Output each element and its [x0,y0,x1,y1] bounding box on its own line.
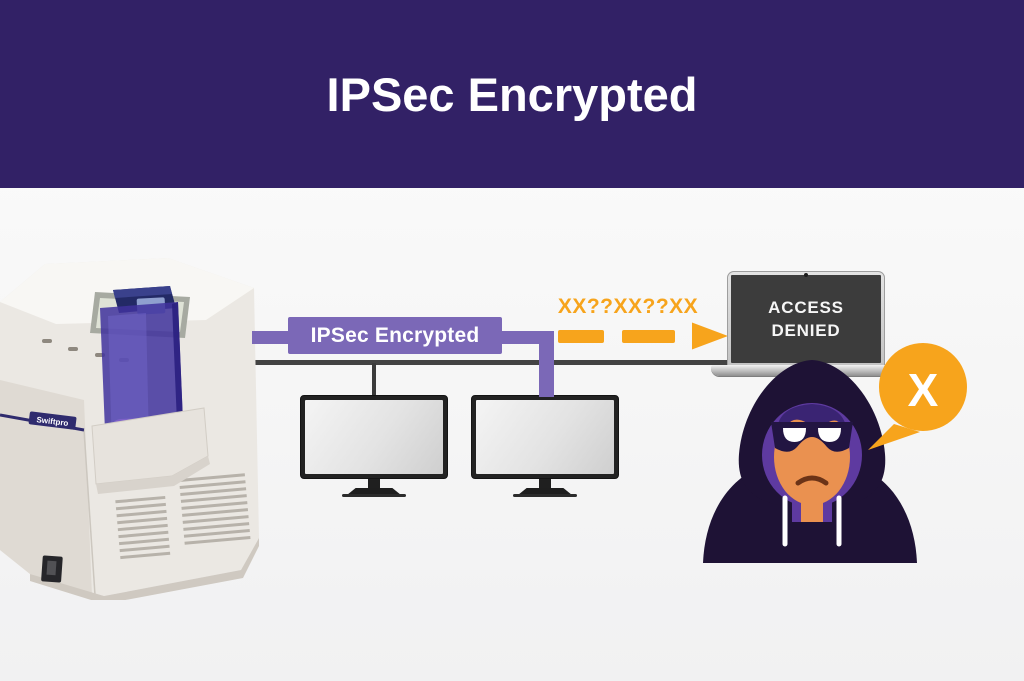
printer-brand-text: Swiftpro [36,415,69,428]
page-title: IPSec Encrypted [326,67,698,121]
printer-vent-left [115,495,171,560]
card-printer-illustration: Swiftpro [0,258,259,600]
hacker-laptop: ACCESS DENIED [727,271,885,367]
hacker-hair [778,404,846,428]
network-line [253,360,883,365]
monitor-2 [471,395,619,479]
monitor-2-pedestal [518,488,572,495]
printer-left-face [0,380,92,596]
access-denied-line1: ACCESS [768,298,844,317]
printer-front-crease [83,429,96,596]
hack-attempt-dash [622,330,675,343]
bubble-tail [868,424,920,450]
scrambled-data-text: XX??XX??XX [557,295,699,318]
denied-speech-bubble: X [868,343,967,450]
bubble-circle [879,343,967,431]
laptop-display: ACCESS DENIED [731,275,881,363]
monitor-1 [300,395,448,479]
printer-base-foot [30,538,259,600]
denied-x-mark: X [908,364,939,416]
hack-attempt-arrow-icon [692,322,728,350]
ipsec-pipe-left [252,331,290,344]
monitor-2-foot [513,494,577,497]
printer-power-switch [41,555,63,583]
hacker-eyes [783,428,841,442]
printer-hopper-bracket [91,407,210,494]
laptop-webcam-icon [804,273,808,277]
printer-brand-plate: Swiftpro [28,411,77,430]
monitor-1-stand [368,479,380,488]
monitor-2-stand [539,479,551,488]
monitor-1-pedestal [347,488,401,495]
title-banner: IPSec Encrypted [0,0,1024,188]
hacker-illustration [703,360,917,563]
hoodie-drawstrings [782,495,842,547]
monitor-2-screen [476,400,614,474]
monitor-1-foot [342,494,406,497]
ipsec-pipe-label: IPSec Encrypted [288,317,502,354]
monitor1-cable [372,363,376,397]
ipsec-pipe-drop [539,331,554,397]
hacker-frown [795,475,829,486]
printer-vent-right [178,473,251,545]
access-denied-line2: DENIED [771,321,841,340]
monitor-1-screen [305,400,443,474]
hack-attempt-dash [558,330,604,343]
